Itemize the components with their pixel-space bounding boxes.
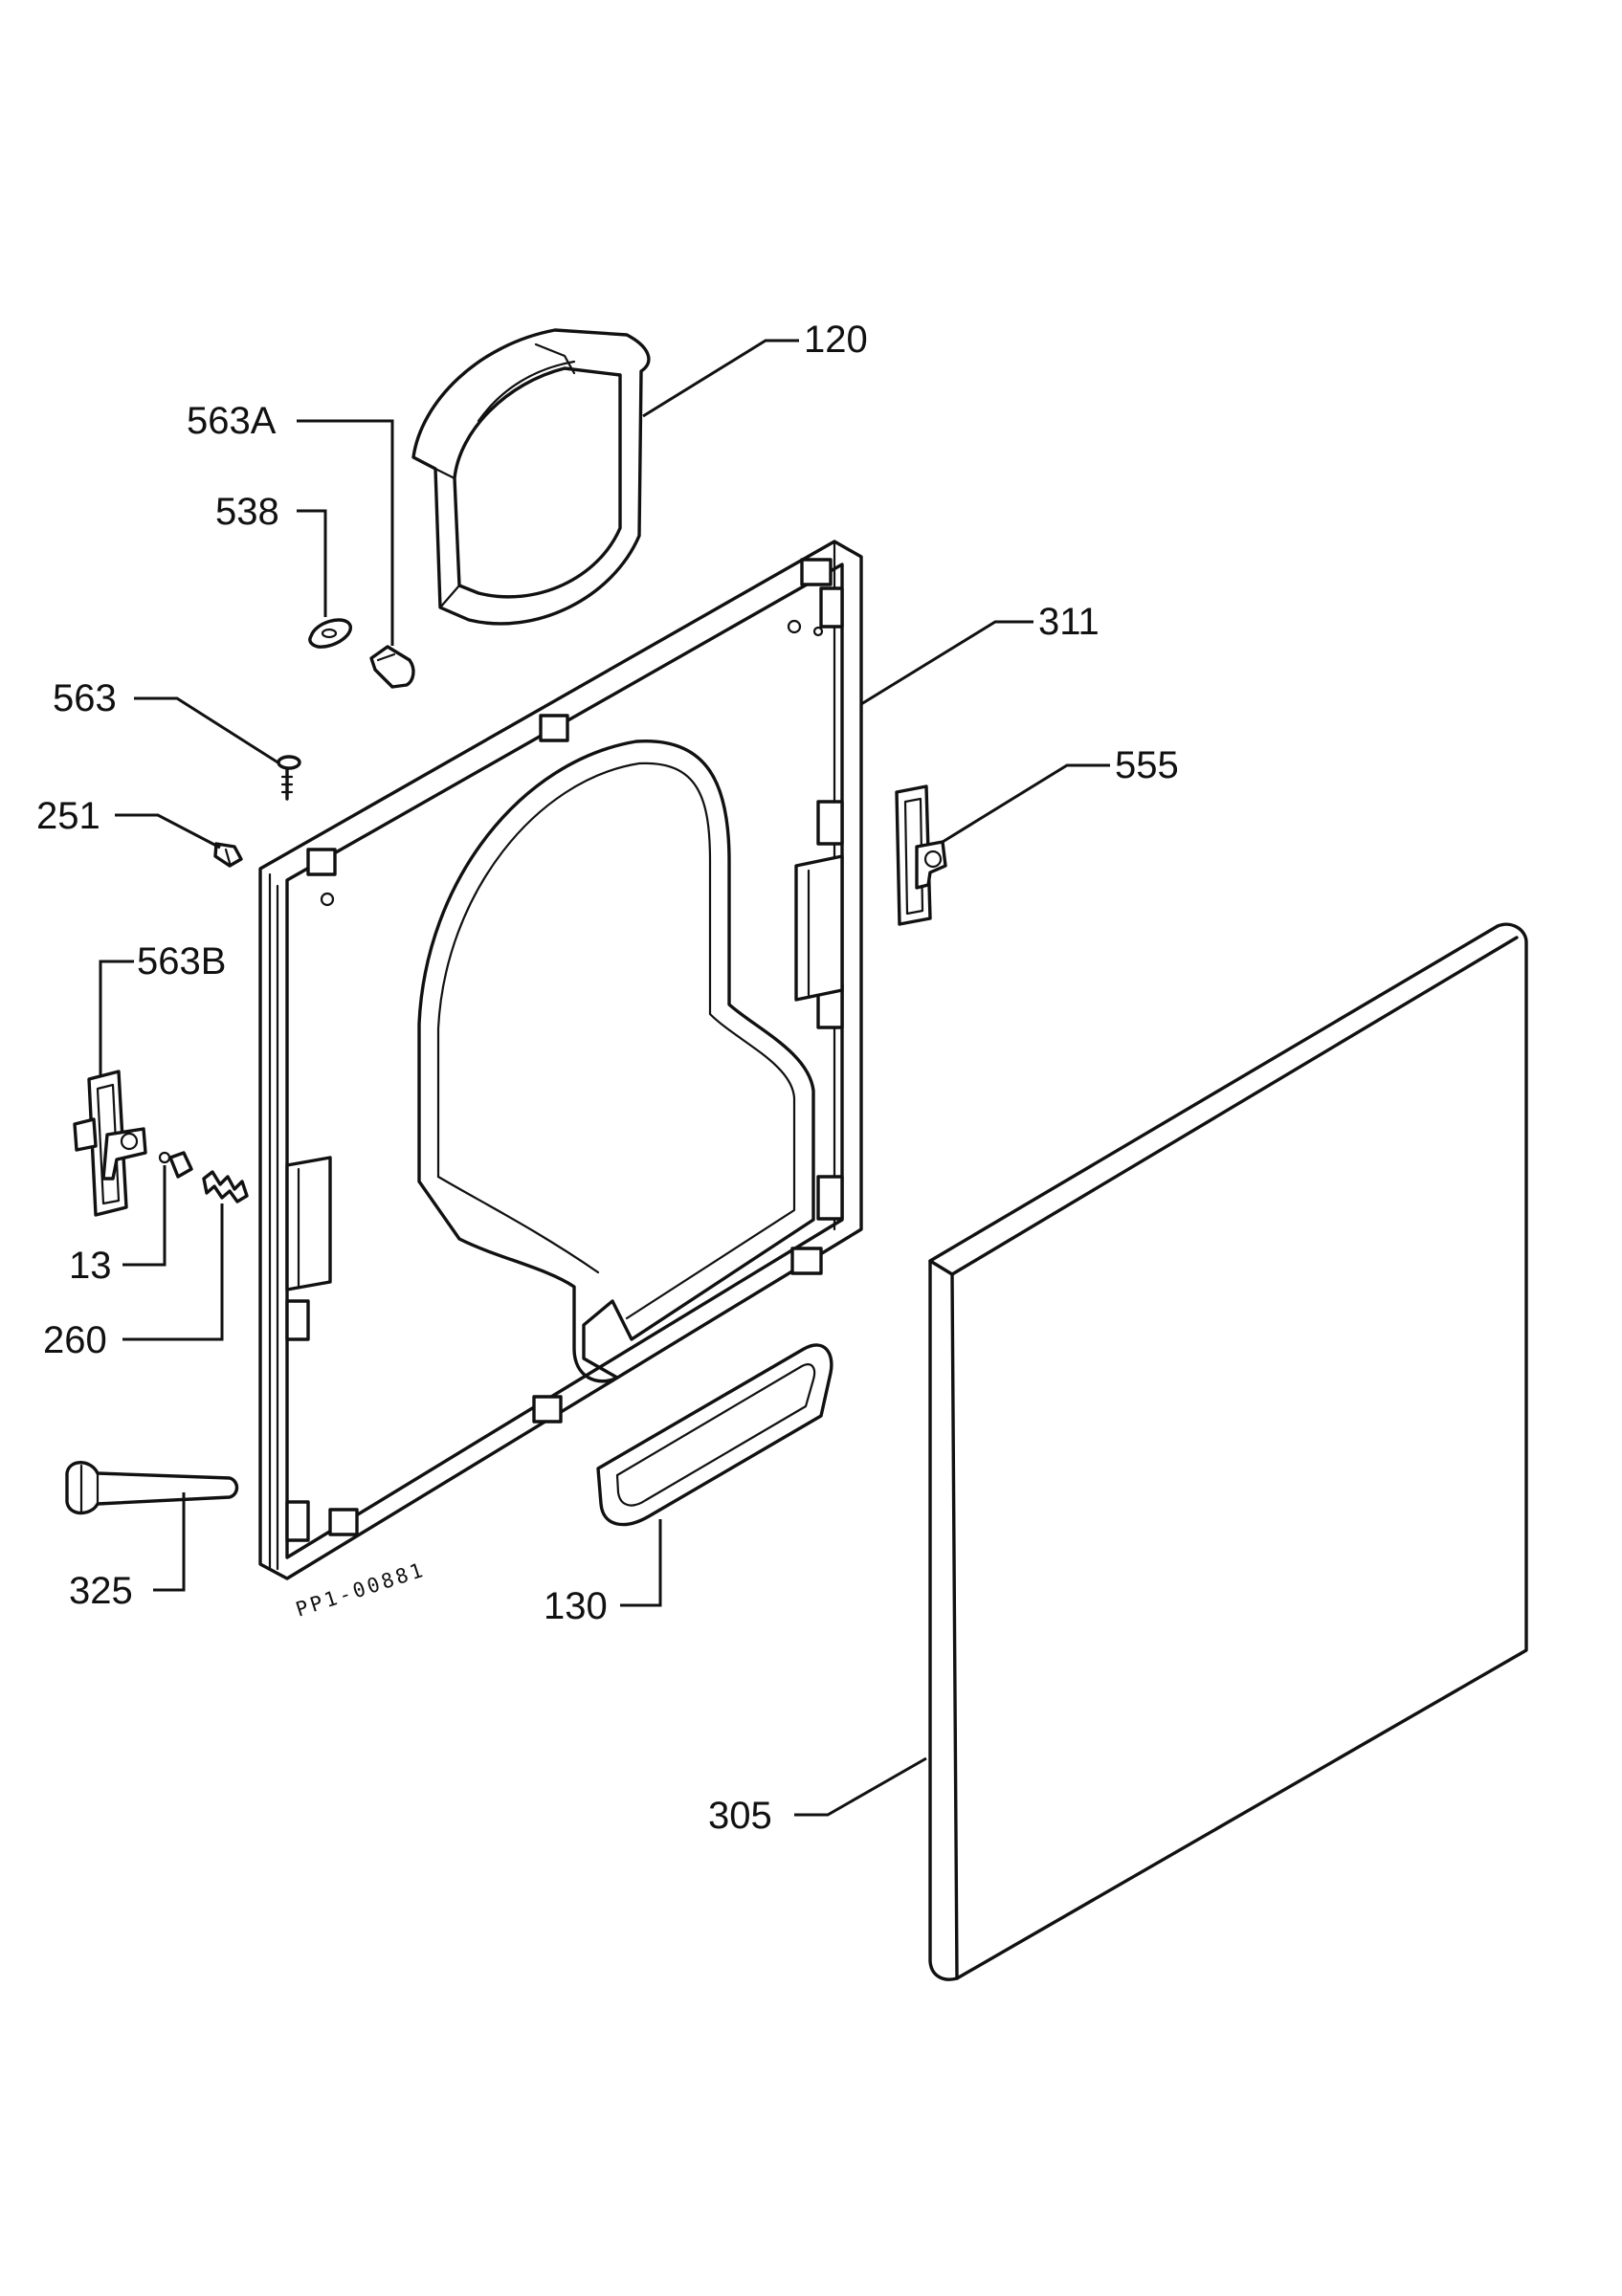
part-311-inner-frame [258,540,863,1580]
callout-555: 555 [1115,744,1179,786]
callout-538: 538 [215,491,279,533]
callout-251: 251 [36,795,100,837]
callout-130: 130 [544,1585,608,1627]
part-538-washer [308,618,352,649]
part-260-spring [202,1170,249,1203]
callout-260: 260 [43,1319,107,1361]
callout-563a: 563A [187,400,277,442]
part-563a-knob [369,645,415,689]
callout-120: 120 [804,319,868,361]
leader-lines [99,339,1110,1817]
part-130-lower-seal [596,1343,833,1527]
callout-311: 311 [1038,601,1100,643]
part-555-hinge-bracket [895,784,947,926]
drawing-stamp: PP1-00881 [293,1557,428,1621]
part-325-hose [65,1461,239,1515]
part-120-seal-ring [411,328,651,626]
callout-325: 325 [69,1570,133,1612]
callout-305: 305 [708,1795,772,1837]
part-251-pin [213,842,243,868]
callout-563: 563 [53,677,117,719]
callout-13: 13 [69,1245,112,1287]
callout-labels: 120 563A 538 311 563 555 251 563B 13 260… [36,319,1179,1837]
part-305-outer-panel [928,922,1528,1981]
part-563-screw [277,755,301,801]
part-13-rivet [158,1151,193,1179]
callout-563b: 563B [137,940,226,982]
part-563b-latch-bracket [73,1070,147,1217]
